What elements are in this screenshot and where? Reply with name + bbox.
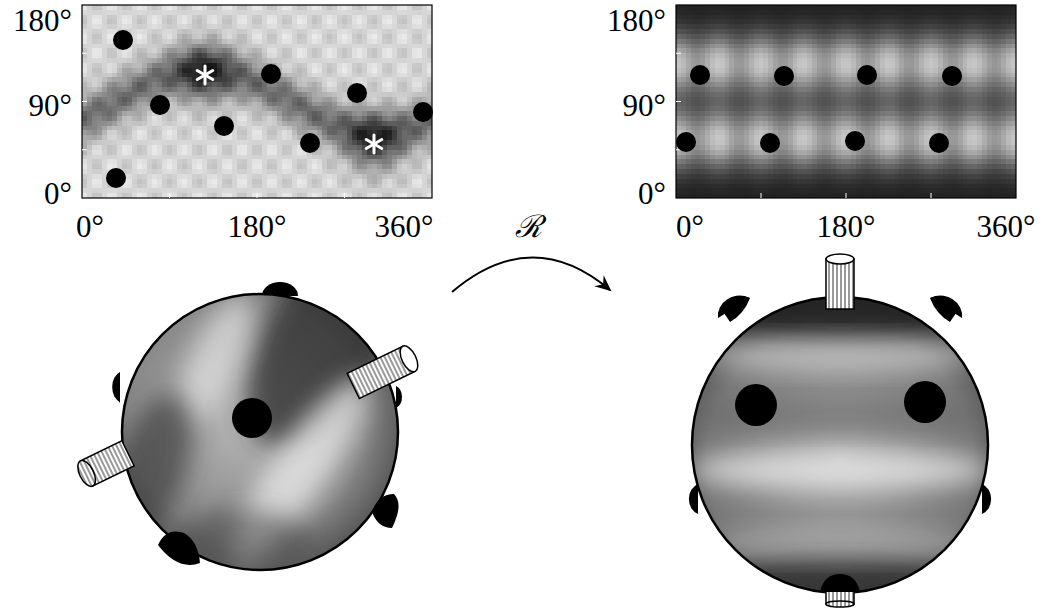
axis-cylinder: [820, 574, 860, 607]
axis-label: 180°: [228, 211, 287, 242]
minimum-markers: [197, 66, 382, 153]
axis-label: 0°: [638, 178, 666, 209]
axis-label: 360°: [375, 211, 434, 242]
axis-label: 90°: [623, 90, 666, 121]
sphere: [90, 187, 447, 576]
axis-label: 180°: [607, 5, 666, 36]
axis-cylinder: [826, 254, 854, 309]
axis-label: 90°: [29, 90, 72, 121]
axis-label: 0°: [44, 178, 72, 209]
sphere: [670, 260, 1010, 608]
axis-cylinder: [347, 343, 421, 398]
axis-cylinder: [74, 441, 134, 489]
heatmap: [82, 5, 432, 198]
plot-frame: [82, 5, 432, 198]
rotation-arrow: [452, 257, 610, 292]
plot-frame: [676, 5, 1016, 198]
heatmap: [676, 5, 1016, 198]
marker-dots: [676, 65, 962, 153]
axis-label: 360°: [977, 211, 1036, 242]
operator-label: ℛ: [515, 211, 542, 242]
axis-label: 180°: [13, 5, 72, 36]
axis-ticks: [82, 53, 931, 198]
axis-label: 0°: [676, 211, 704, 242]
axis-label: 180°: [817, 211, 876, 242]
marker-dots: [106, 30, 433, 188]
axis-label: 0°: [76, 211, 104, 242]
